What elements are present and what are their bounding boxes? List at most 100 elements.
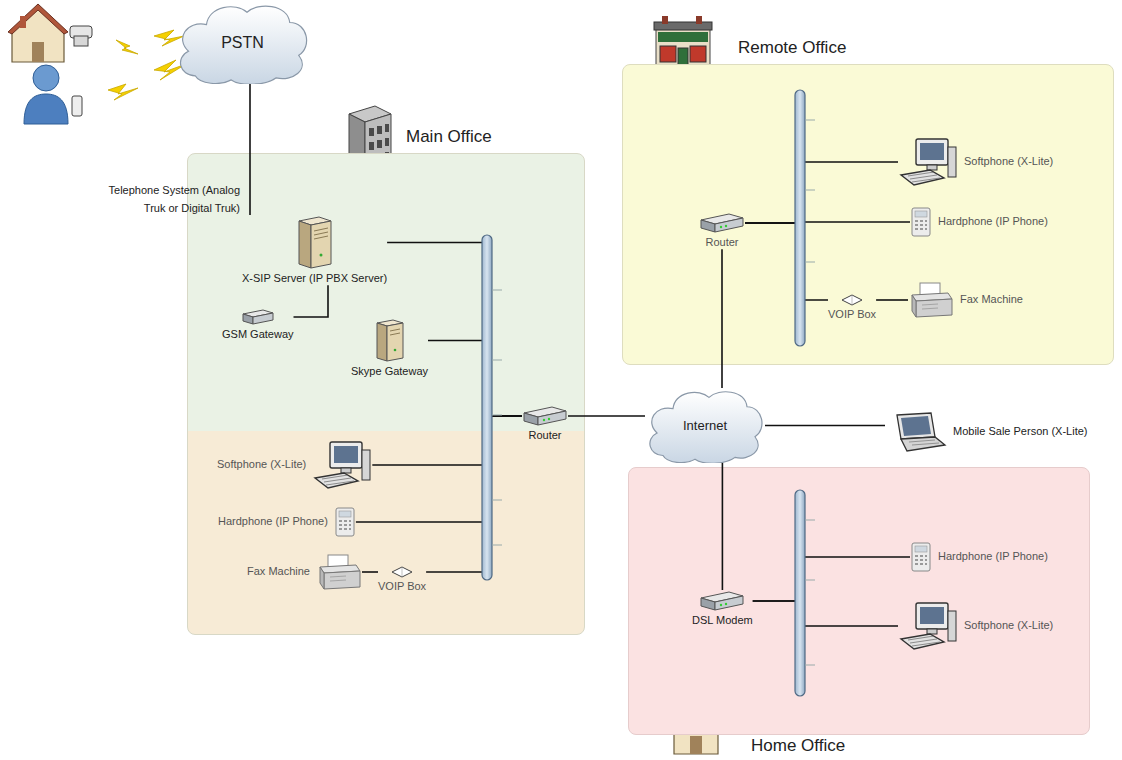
- drawing-part: [920, 559, 923, 561]
- network-cloud: PSTN: [175, 2, 310, 84]
- device-label: Hardphone (IP Phone): [938, 215, 1048, 228]
- drawing-part: [334, 506, 356, 538]
- office-region: Home OfficeDSL ModemHardphone (IP Phone)…: [628, 467, 1090, 735]
- drawing-part: [324, 571, 360, 589]
- drawing-part: [690, 736, 702, 754]
- drawing-part: [725, 603, 727, 605]
- network-device: Skype Gateway: [351, 318, 428, 378]
- drawing-part: [341, 468, 351, 473]
- gateway-icon: [241, 308, 275, 326]
- drawing-part: [912, 543, 930, 571]
- drawing-part: [344, 528, 347, 530]
- drawing-part: [330, 442, 362, 468]
- drawing-part: [920, 224, 923, 226]
- drawing-part: [24, 94, 68, 124]
- drawing-part: [334, 446, 358, 463]
- drawing-part: [912, 443, 939, 445]
- drawing-part: [915, 546, 927, 552]
- drawing-part: [690, 46, 706, 62]
- drawing-part: [315, 473, 358, 488]
- drawing-part: [662, 16, 668, 24]
- drawing-part: [522, 405, 568, 427]
- office-region: Main OfficeX-SIP Server (IP PBX Server)G…: [187, 153, 585, 635]
- network-device: Hardphone (IP Phone): [910, 206, 1048, 238]
- drawing-part: [322, 475, 348, 479]
- device-label: Softphone (X-Lite): [964, 619, 1053, 632]
- device-label: GSM Gateway: [222, 328, 294, 341]
- phone-icon: [334, 506, 356, 538]
- drawing-part: [322, 475, 354, 485]
- drawing-part: [8, 4, 68, 34]
- drawing-part: [336, 508, 354, 536]
- network-cloud: Internet: [645, 388, 765, 463]
- drawing-part: [920, 607, 944, 624]
- heading-wrap: Remote Office: [738, 38, 846, 58]
- device-label: Hardphone (IP Phone): [938, 550, 1048, 563]
- drawing-part: [660, 46, 676, 62]
- heading-wrap: Main Office: [406, 127, 492, 147]
- drawing-part: [243, 314, 253, 324]
- drawing-part: [390, 333, 400, 335]
- device-label: Skype Gateway: [351, 365, 428, 378]
- drawing-part: [909, 440, 939, 445]
- network-device: Mobile Sale Person (X-Lite): [885, 411, 1088, 453]
- drawing-part: [377, 140, 382, 148]
- drawing-part: [852, 295, 853, 305]
- drawing-part: [402, 567, 403, 577]
- drawing-part: [320, 567, 324, 589]
- fax-icon: [316, 553, 362, 591]
- drawing-part: [920, 228, 923, 230]
- drawing-part: [925, 555, 927, 557]
- drawing-part: [842, 295, 862, 305]
- drawing-part: [339, 520, 342, 522]
- drawing-part: [897, 413, 935, 439]
- drawing-part: [915, 563, 918, 565]
- drawing-part: [910, 175, 937, 179]
- drawing-part: [116, 40, 138, 54]
- drawing-part: [538, 411, 566, 425]
- drawing-part: [925, 559, 927, 561]
- drawing-part: [326, 481, 354, 485]
- heading-wrap: Home Office: [751, 736, 845, 756]
- device-label: Fax Machine: [247, 565, 310, 578]
- drawing-part: [715, 218, 743, 232]
- router-icon: [699, 590, 745, 612]
- drawing-part: [339, 528, 342, 530]
- drawing-part: [720, 226, 722, 228]
- network-device: Fax Machine: [247, 553, 362, 591]
- device-label: Softphone (X-Lite): [217, 458, 306, 471]
- drawing-part: [314, 236, 328, 239]
- drawing-part: [725, 225, 727, 227]
- drawing-part: [369, 142, 374, 150]
- drawing-part: [390, 329, 400, 331]
- region-heading: Home Office: [751, 736, 845, 755]
- drawing-part: [909, 440, 935, 442]
- drawing-part: [311, 221, 331, 268]
- drawing-part: [650, 392, 762, 463]
- voip-icon: [841, 294, 863, 306]
- network-device: Router: [699, 212, 745, 249]
- network-device: Router: [522, 405, 568, 442]
- drawing-part: [916, 139, 948, 165]
- drawing-part: [699, 590, 745, 612]
- drawing-part: [316, 553, 362, 591]
- drawing-part: [915, 211, 927, 217]
- drawing-part: [920, 555, 923, 557]
- drawing-part: [901, 170, 944, 185]
- drawing-part: [715, 596, 743, 610]
- drawing-part: [915, 228, 918, 230]
- drawing-part: [908, 172, 934, 176]
- drawing-part: [701, 598, 715, 610]
- drawing-part: [912, 208, 930, 236]
- device-label: Softphone (X-Lite): [964, 155, 1053, 168]
- drawing-part: [20, 16, 26, 28]
- drawing-part: [901, 634, 944, 649]
- drawing-part: [925, 224, 927, 226]
- device-label: Fax Machine: [960, 293, 1023, 306]
- drawing-part: [922, 304, 938, 309]
- drawing-part: [12, 6, 64, 62]
- network-device: DSL Modem: [692, 590, 753, 627]
- region-heading: Main Office: [406, 127, 492, 146]
- pc-icon: [898, 601, 958, 651]
- drawing-part: [548, 418, 550, 420]
